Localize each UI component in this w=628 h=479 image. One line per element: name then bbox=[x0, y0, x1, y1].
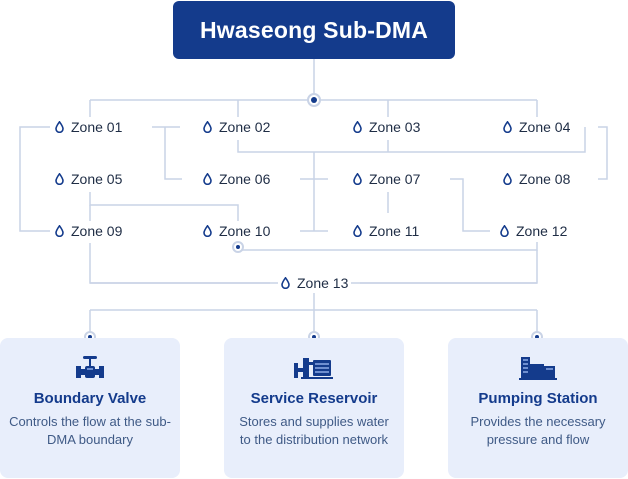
card-boundary-valve: Boundary Valve Controls the flow at the … bbox=[0, 338, 180, 478]
water-drop-icon bbox=[203, 121, 212, 133]
zone-10: Zone 10 bbox=[200, 221, 274, 241]
water-drop-icon bbox=[353, 225, 362, 237]
valve-icon bbox=[75, 354, 105, 385]
zone-02: Zone 02 bbox=[200, 117, 274, 137]
water-drop-icon bbox=[55, 173, 64, 185]
zone-01: Zone 01 bbox=[52, 117, 126, 137]
zone-09: Zone 09 bbox=[52, 221, 126, 241]
water-drop-icon bbox=[503, 121, 512, 133]
water-drop-icon bbox=[500, 225, 509, 237]
zone-label: Zone 08 bbox=[519, 171, 571, 187]
water-drop-icon bbox=[203, 225, 212, 237]
reservoir-icon bbox=[293, 354, 335, 385]
junction-node-zone10 bbox=[232, 241, 244, 253]
zone-08: Zone 08 bbox=[500, 169, 574, 189]
pumping-station-icon bbox=[518, 354, 558, 385]
card-service-reservoir: Service Reservoir Stores and supplies wa… bbox=[224, 338, 404, 478]
zone-label: Zone 12 bbox=[516, 223, 568, 239]
zone-13: Zone 13 bbox=[278, 273, 352, 293]
card-title: Service Reservoir bbox=[250, 390, 378, 407]
water-drop-icon bbox=[503, 173, 512, 185]
zone-label: Zone 06 bbox=[219, 171, 271, 187]
zone-label: Zone 13 bbox=[297, 275, 349, 291]
zone-label: Zone 01 bbox=[71, 119, 123, 135]
water-drop-icon bbox=[203, 173, 212, 185]
card-title: Pumping Station bbox=[478, 390, 598, 407]
water-drop-icon bbox=[55, 121, 64, 133]
card-title: Boundary Valve bbox=[33, 390, 147, 407]
card-description: Controls the flow at the sub-DMA boundar… bbox=[9, 414, 171, 447]
card-description: Provides the necessary pressure and flow bbox=[470, 414, 606, 447]
zone-label: Zone 02 bbox=[219, 119, 271, 135]
zone-03: Zone 03 bbox=[350, 117, 424, 137]
card-description: Stores and supplies water to the distrib… bbox=[239, 414, 389, 447]
water-drop-icon bbox=[55, 225, 64, 237]
zone-11: Zone 11 bbox=[350, 221, 423, 241]
zone-12: Zone 12 bbox=[497, 221, 571, 241]
zone-label: Zone 07 bbox=[369, 171, 421, 187]
zone-07: Zone 07 bbox=[350, 169, 424, 189]
zone-06: Zone 06 bbox=[200, 169, 274, 189]
zone-label: Zone 05 bbox=[71, 171, 123, 187]
card-pumping-station: Pumping Station Provides the necessary p… bbox=[448, 338, 628, 478]
diagram-title: Hwaseong Sub-DMA bbox=[173, 1, 455, 59]
zone-04: Zone 04 bbox=[500, 117, 574, 137]
water-drop-icon bbox=[353, 173, 362, 185]
zone-label: Zone 03 bbox=[369, 119, 421, 135]
zone-label: Zone 11 bbox=[369, 223, 420, 239]
water-drop-icon bbox=[281, 277, 290, 289]
water-drop-icon bbox=[353, 121, 362, 133]
zone-label: Zone 04 bbox=[519, 119, 571, 135]
zone-label: Zone 09 bbox=[71, 223, 123, 239]
zone-label: Zone 10 bbox=[219, 223, 271, 239]
junction-node-top bbox=[307, 93, 321, 107]
zone-05: Zone 05 bbox=[52, 169, 126, 189]
